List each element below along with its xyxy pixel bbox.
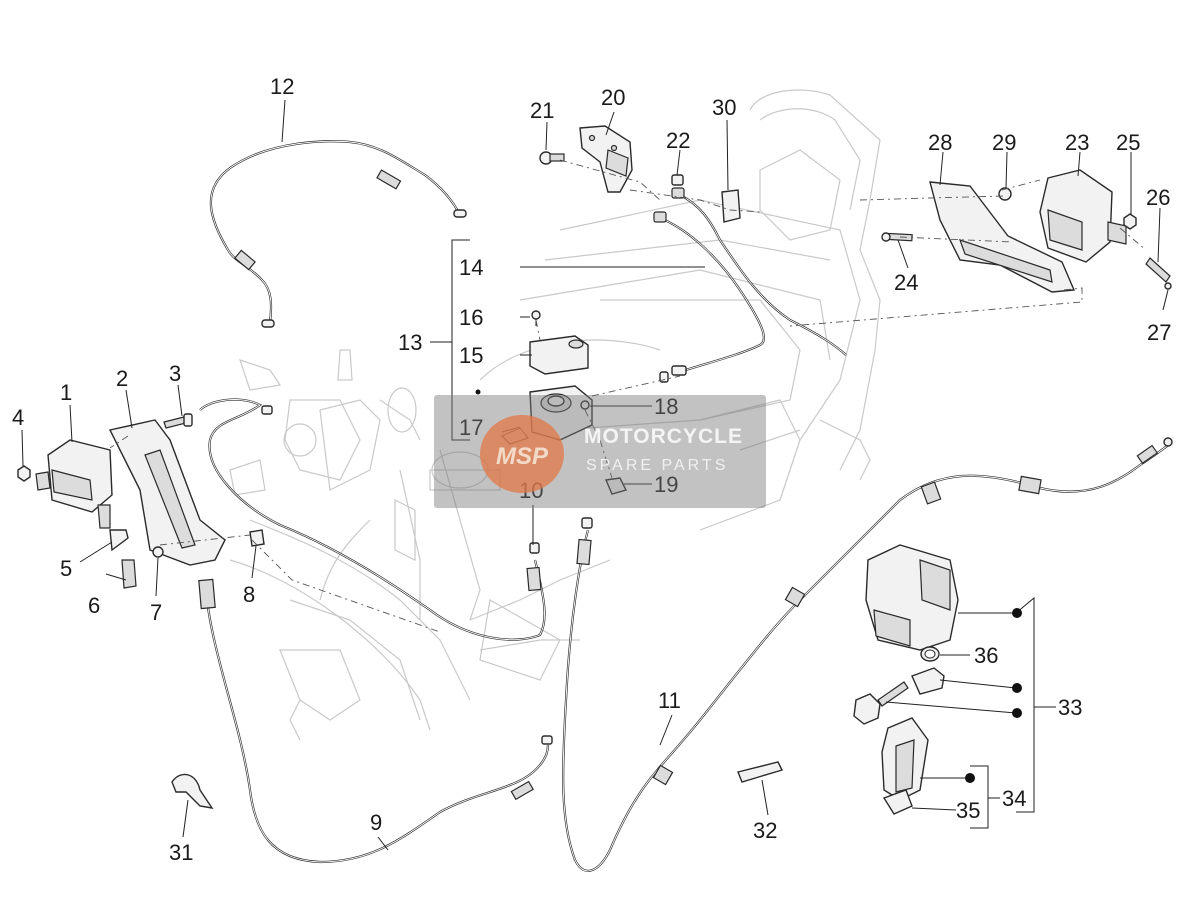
callout-15: 15 — [459, 343, 483, 368]
callout-30: 30 — [712, 95, 736, 120]
callout-20: 20 — [601, 85, 625, 110]
logo-text: MSP — [495, 443, 548, 470]
callout-12: 12 — [270, 74, 294, 99]
part-28-bracket — [929, 181, 1076, 293]
part-32-badge — [737, 761, 783, 783]
part-23-actuator — [1039, 169, 1127, 263]
callout-13: 13 — [398, 330, 422, 355]
part-25-nut — [1123, 213, 1137, 230]
callout-14: 14 — [459, 255, 483, 280]
callout-32: 32 — [753, 818, 777, 843]
callout-11: 11 — [658, 688, 681, 713]
part-7-screw — [152, 546, 164, 558]
callout-19: 19 — [654, 472, 678, 497]
part-11-cable — [562, 437, 1173, 872]
part-26-pin — [1145, 257, 1171, 283]
part-31-cover — [171, 773, 214, 809]
callout-31: 31 — [169, 840, 193, 865]
callout-4: 4 — [12, 405, 24, 430]
part-1-actuator — [35, 439, 113, 529]
part-30-clip — [721, 189, 741, 223]
part-34-remote — [881, 717, 929, 801]
reference-dots — [475, 389, 1022, 783]
part-6-spring — [121, 559, 137, 589]
callout-24: 24 — [894, 270, 918, 295]
callout-27: 27 — [1147, 320, 1171, 345]
part-27-spring — [1164, 282, 1172, 290]
part-20-hinge-bracket — [579, 125, 633, 193]
callout-35: 35 — [956, 798, 980, 823]
callout-6: 6 — [88, 593, 100, 618]
callout-33: 33 — [1058, 695, 1082, 720]
part-18-screw — [580, 400, 590, 410]
callout-29: 29 — [992, 130, 1016, 155]
part-19-clip — [604, 477, 628, 495]
callout-17: 17 — [459, 415, 483, 440]
part-35-remote-cover — [882, 789, 913, 815]
callout-34: 34 — [1002, 786, 1026, 811]
part-16-screw — [531, 310, 541, 326]
part-33-control-unit — [865, 544, 959, 651]
watermark-title: MOTORCYCLE — [584, 425, 743, 448]
part-12-cable — [209, 140, 467, 328]
callout-21: 21 — [530, 98, 554, 123]
part-4-nut — [17, 465, 31, 482]
callout-8: 8 — [243, 582, 255, 607]
part-33-key — [853, 681, 909, 725]
callout-3: 3 — [169, 361, 181, 386]
part-5-pin — [109, 529, 129, 552]
part-33-key-cylinder — [911, 667, 945, 695]
part-21-bolt — [539, 151, 565, 165]
watermark-subtitle: SPARE PARTS — [586, 457, 729, 474]
part-24-bolt — [881, 232, 913, 242]
callout-18: 18 — [654, 394, 678, 419]
part-15-cover — [529, 335, 589, 375]
callout-36: 36 — [974, 643, 998, 668]
callout-16: 16 — [459, 305, 483, 330]
switch-group-ghost — [229, 349, 381, 496]
part-36-ring — [920, 646, 940, 662]
watermark-banner: MSP MOTORCYCLE SPARE PARTS — [434, 395, 766, 508]
part-8-clip — [249, 529, 265, 547]
callout-5: 5 — [60, 556, 72, 581]
callout-9: 9 — [370, 810, 382, 835]
part-10-cable — [199, 398, 546, 641]
callout-25: 25 — [1116, 130, 1140, 155]
callout-1: 1 — [60, 380, 72, 405]
part-9-cable — [198, 578, 553, 864]
assembly-dashed-lines — [109, 159, 1147, 633]
callout-7: 7 — [150, 600, 162, 625]
part-2-bracket — [108, 419, 226, 566]
callout-23: 23 — [1065, 130, 1089, 155]
part-14-cables — [653, 187, 847, 383]
leader-lines — [21, 99, 1169, 851]
msp-logo: MSP — [480, 415, 564, 493]
callout-22: 22 — [666, 128, 690, 153]
callout-28: 28 — [928, 130, 952, 155]
part-29-screw — [998, 187, 1012, 201]
callout-26: 26 — [1146, 185, 1170, 210]
callout-2: 2 — [116, 366, 128, 391]
part-3-bolt — [163, 413, 193, 429]
callout-labels: 1 2 3 4 5 6 7 8 9 10 11 12 13 14 15 16 1… — [12, 74, 1171, 865]
part-22-clip — [671, 174, 684, 186]
